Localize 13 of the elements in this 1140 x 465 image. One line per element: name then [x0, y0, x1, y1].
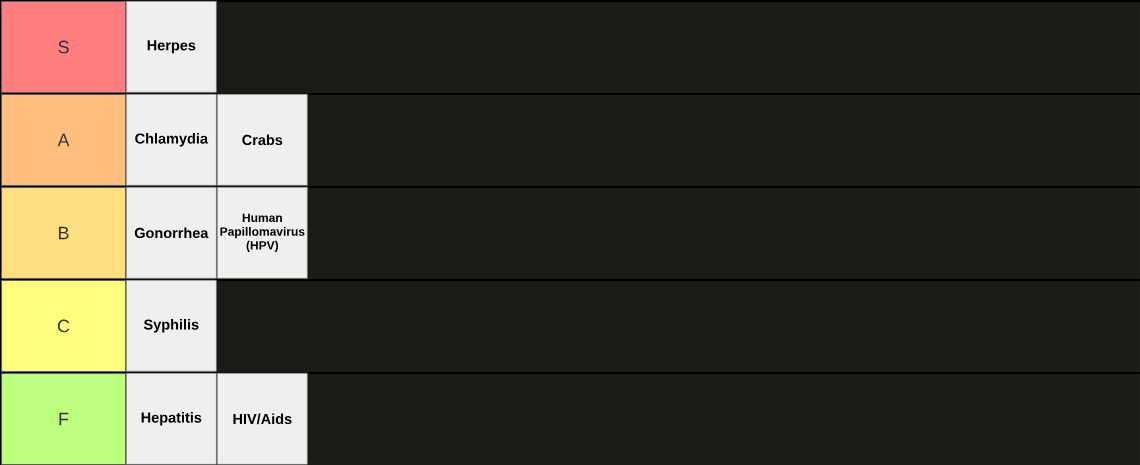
tier-label: S	[1, 1, 126, 93]
item-card: Herpes	[126, 1, 217, 93]
tier-label: C	[1, 280, 126, 372]
item-card: Gonorrhea	[126, 187, 217, 279]
item-card: Human Papillomavirus (HPV)	[217, 187, 308, 279]
item-card: Syphilis	[126, 280, 217, 372]
item-card: HIV/Aids	[217, 373, 308, 465]
item-card: Crabs	[217, 94, 308, 186]
tier-label: A	[1, 94, 126, 186]
item-card: Chlamydia	[126, 94, 217, 186]
tier-label: F	[1, 373, 126, 465]
tier-label: B	[1, 187, 126, 279]
item-card: Hepatitis	[126, 373, 217, 465]
